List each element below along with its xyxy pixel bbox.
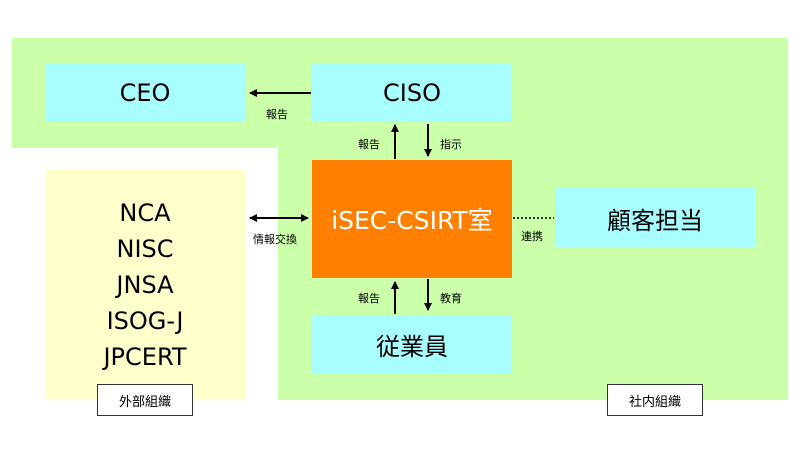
customer-contact-node: 顧客担当 bbox=[555, 188, 755, 248]
csirt-to-ciso-label: 報告 bbox=[358, 138, 380, 151]
external-org-tag: 外部組織 bbox=[97, 384, 193, 416]
ciso-to-csirt-label: 指示 bbox=[440, 138, 462, 151]
employee-node: 従業員 bbox=[312, 315, 512, 373]
external-org-item: NCA bbox=[119, 199, 171, 227]
internal-org-tag: 社内組織 bbox=[607, 384, 703, 416]
employee-to-csirt-label: 報告 bbox=[358, 292, 380, 305]
csirt-node: iSEC-CSIRT室 bbox=[312, 160, 512, 278]
ceo-node: CEO bbox=[45, 64, 245, 122]
coordination-label: 連携 bbox=[521, 230, 543, 243]
ciso-node: CISO bbox=[312, 64, 512, 122]
ciso-to-ceo-label: 報告 bbox=[266, 108, 288, 121]
csirt-to-employee-label: 教育 bbox=[440, 292, 462, 305]
external-org-item: JNSA bbox=[116, 271, 174, 299]
external-org-box: NCA NISC JNSA ISOG-J JPCERT bbox=[45, 170, 245, 400]
info-exchange-label: 情報交換 bbox=[253, 233, 297, 246]
external-org-item: NISC bbox=[116, 235, 174, 263]
external-org-item: ISOG-J bbox=[106, 307, 184, 335]
external-org-item: JPCERT bbox=[103, 343, 187, 371]
